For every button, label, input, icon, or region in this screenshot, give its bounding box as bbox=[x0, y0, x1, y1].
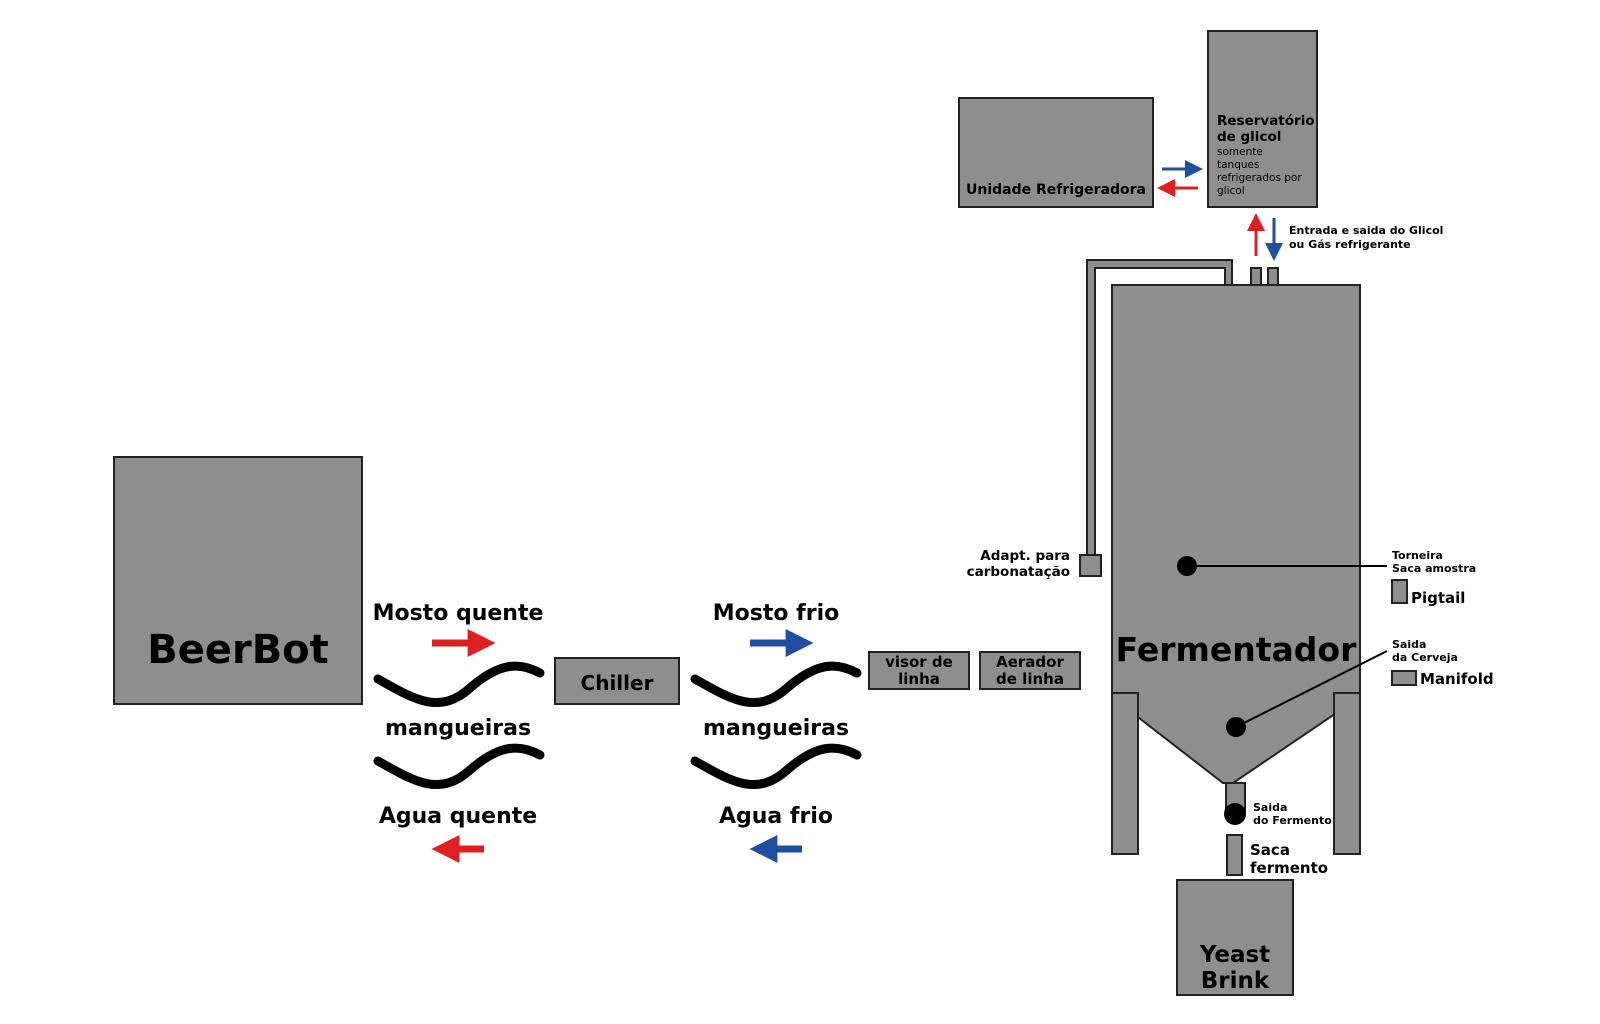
agua-frio-label: Agua frio bbox=[719, 804, 833, 829]
glicol-inlet-nozzle bbox=[1250, 267, 1262, 286]
saca-line2: fermento bbox=[1250, 859, 1328, 877]
adapt-carbonatacao-fitting bbox=[1079, 554, 1102, 577]
torneira-line1: Torneira bbox=[1392, 549, 1443, 562]
fermentador-tank: Fermentador bbox=[1111, 284, 1361, 855]
hot-agua-hose bbox=[373, 743, 545, 790]
reservatorio-note4: glicol bbox=[1217, 185, 1245, 197]
mosto-quente-label: Mosto quente bbox=[373, 601, 544, 626]
saida-cerveja-line2: da Cerveja bbox=[1392, 651, 1458, 664]
reservatorio-de-glicol: Reservatório de glicol somente tanques r… bbox=[1207, 30, 1318, 208]
visor-de-linha: visor de linha bbox=[868, 651, 970, 690]
fermentador-leg-left bbox=[1111, 692, 1139, 855]
reservatorio-title1: Reservatório bbox=[1217, 113, 1315, 129]
agua-quente-label: Agua quente bbox=[379, 804, 537, 829]
manifold-fitting bbox=[1391, 670, 1417, 686]
yeast-brink-unit: Yeast Brink bbox=[1176, 879, 1294, 996]
reservatorio-title2: de glicol bbox=[1217, 129, 1281, 145]
saca-line1: Saca bbox=[1250, 841, 1290, 859]
pigtail-label: Pigtail bbox=[1411, 589, 1465, 607]
beerbot-label: BeerBot bbox=[147, 627, 329, 673]
chiller-label: Chiller bbox=[581, 671, 654, 695]
saida-fermento-line2: do Fermento bbox=[1253, 814, 1332, 827]
saida-fermento-valve bbox=[1224, 803, 1246, 825]
glicol-outlet-nozzle bbox=[1267, 267, 1279, 286]
reservatorio-note3: refrigerados por bbox=[1217, 172, 1302, 184]
adapt-line2: carbonatação bbox=[967, 564, 1070, 580]
aerador-line1: Aerador bbox=[996, 653, 1064, 671]
hot-mosto-hose bbox=[373, 661, 545, 708]
saca-fermento-pipe bbox=[1226, 834, 1243, 876]
cold-agua-hose bbox=[690, 743, 862, 790]
fermentador-leg-right bbox=[1333, 692, 1361, 855]
chiller-unit: Chiller bbox=[554, 657, 680, 705]
unidade-label: Unidade Refrigeradora bbox=[966, 182, 1146, 198]
cold-mosto-hose bbox=[690, 661, 862, 708]
visor-line1: visor de bbox=[885, 653, 953, 671]
saida-cerveja-leader bbox=[1235, 650, 1388, 728]
visor-line2: linha bbox=[898, 670, 940, 688]
glicol-io-line2: ou Gás refrigerante bbox=[1289, 238, 1411, 251]
unidade-refrigeradora: Unidade Refrigeradora bbox=[958, 97, 1154, 208]
mosto-frio-label: Mosto frio bbox=[713, 601, 839, 626]
mangueiras-cold-label: mangueiras bbox=[703, 716, 849, 741]
torneira-line2: Saca amostra bbox=[1392, 562, 1476, 575]
reservatorio-note1: somente bbox=[1217, 146, 1263, 158]
fermentador-label: Fermentador bbox=[1116, 630, 1357, 669]
adapt-line1: Adapt. para bbox=[980, 548, 1070, 564]
pigtail-fitting bbox=[1391, 579, 1408, 604]
reservatorio-note2: tanques bbox=[1217, 159, 1259, 171]
aerador-line2: de linha bbox=[996, 670, 1064, 688]
saida-cerveja-line1: Saida bbox=[1392, 638, 1426, 651]
mangueiras-hot-label: mangueiras bbox=[385, 716, 531, 741]
saida-fermento-line1: Saida bbox=[1253, 801, 1287, 814]
manifold-label: Manifold bbox=[1420, 670, 1494, 688]
aerador-de-linha: Aerador de linha bbox=[979, 651, 1081, 690]
beerbot-unit: BeerBot bbox=[113, 456, 363, 705]
glicol-io-line1: Entrada e saida do Glicol bbox=[1289, 224, 1443, 237]
yeast-line1: Yeast bbox=[1199, 942, 1270, 968]
yeast-line2: Brink bbox=[1201, 968, 1270, 994]
